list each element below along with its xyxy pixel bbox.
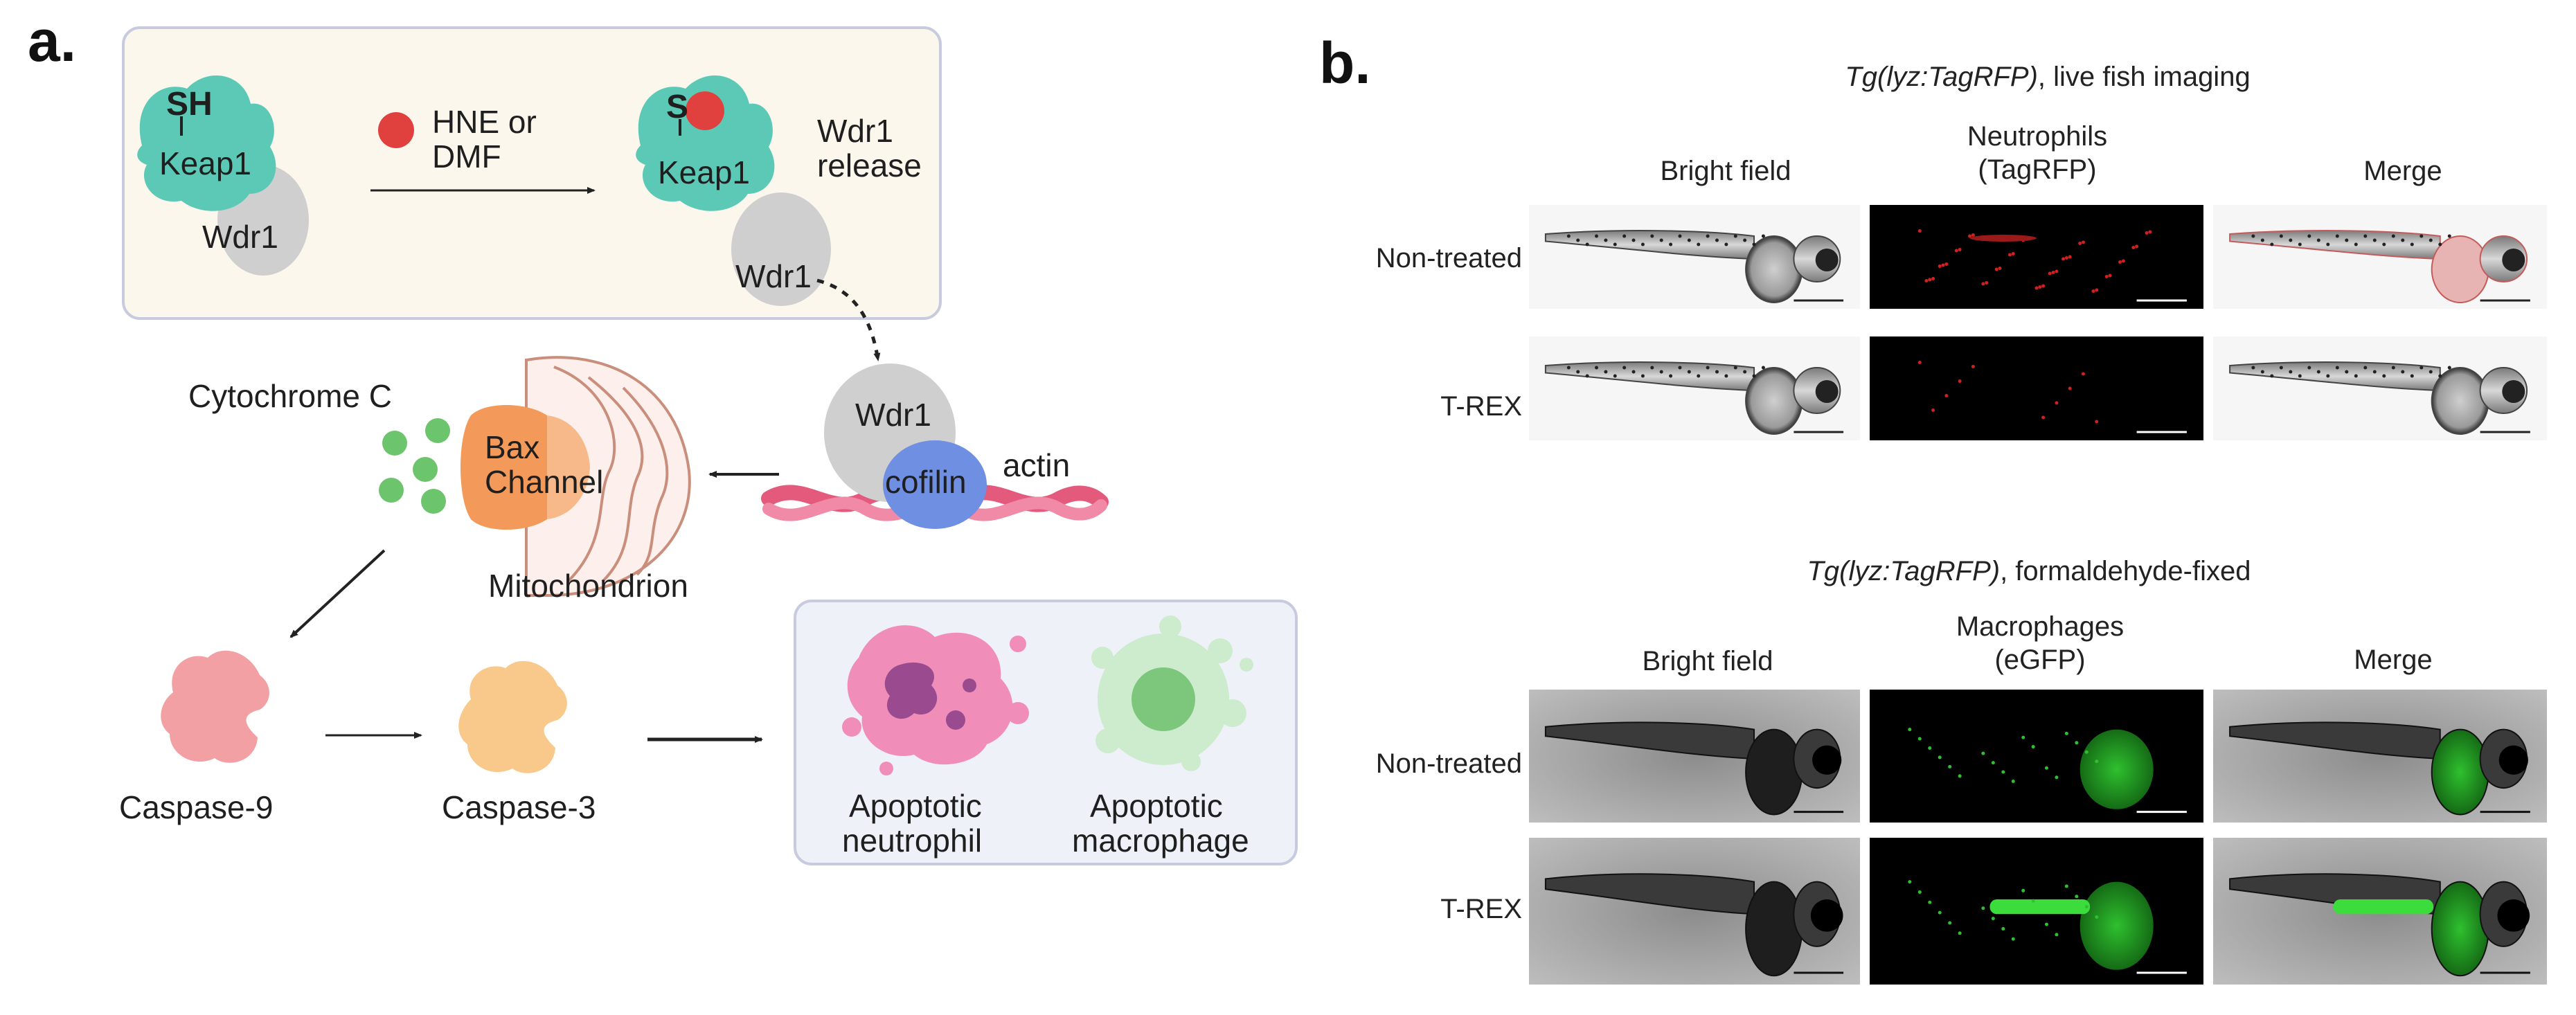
- top-col-merge: Merge: [2363, 156, 2442, 186]
- keap1-label-right: Keap1: [658, 154, 750, 190]
- top-merge-tile-2: [2213, 336, 2547, 440]
- bax-channel: [460, 405, 557, 530]
- apoptotic-neutrophil-cell: [842, 625, 1029, 775]
- cytochrome-label: Cytochrome C: [188, 378, 392, 414]
- bottom-title: Tg(lyz:TagRFP), formaldehyde-fixed: [1807, 556, 2251, 586]
- macrophage-nucleus: [1132, 667, 1195, 731]
- electrophile-dot: [378, 112, 414, 148]
- bottom-col-macrophages-line1: Macrophages: [1956, 611, 2124, 642]
- bottom-col-merge: Merge: [2354, 645, 2432, 675]
- keap1-protein-left: [137, 75, 276, 211]
- micrograph-grid: [1529, 205, 2547, 985]
- top-row-nontreated: Non-treated: [1376, 243, 1522, 273]
- top-title: Tg(lyz:TagRFP), live fish imaging: [1845, 62, 2250, 92]
- caspase9-protein: [161, 650, 269, 763]
- top-merge-tile-1: [2213, 205, 2547, 309]
- top-tagrfp-tile-1: [1870, 205, 2203, 309]
- wdr1-label-left: Wdr1: [202, 219, 278, 255]
- bottom-merge-tile-2: [2213, 838, 2547, 985]
- macrophage-label-line1: Apoptotic: [1090, 788, 1223, 824]
- release-label-line1: Wdr1: [817, 113, 893, 149]
- actin-label: actin: [1003, 447, 1070, 483]
- apoptotic-macrophage-cell: [1091, 616, 1253, 771]
- bax-label-line2: Channel: [485, 464, 603, 500]
- bottom-title-italic: Tg(lyz:TagRFP): [1807, 556, 2001, 586]
- wdr1-translocation-arrow: [816, 278, 881, 361]
- macrophage-label-line2: macrophage: [1072, 823, 1249, 859]
- electrophile-adduct: [686, 91, 724, 130]
- top-brightfield-tile-2: [1529, 336, 1860, 440]
- wdr1-cofilin-actin-complex: Wdr1 cofilin actin: [761, 363, 1109, 529]
- bottom-egfp-tile-1: [1870, 690, 2203, 823]
- bottom-col-brightfield: Bright field: [1643, 646, 1773, 676]
- sh-label: SH: [166, 86, 213, 123]
- caspase9-label: Caspase-9: [119, 789, 273, 825]
- top-brightfield-tile-1: [1529, 205, 1860, 309]
- bax-label-line1: Bax: [485, 429, 539, 465]
- caspase3-protein: [458, 661, 567, 773]
- wdr1-actin-label: Wdr1: [855, 397, 931, 433]
- neutrophil-label-line1: Apoptotic: [849, 788, 982, 824]
- top-title-italic: Tg(lyz:TagRFP): [1845, 62, 2038, 92]
- wdr1-released-label: Wdr1: [735, 258, 812, 294]
- neutrophil-nucleus: [884, 662, 938, 719]
- bax-channel-extension: [547, 415, 590, 519]
- keap1-label-left: Keap1: [159, 145, 251, 181]
- keap1-protein-right: [636, 75, 775, 211]
- mito-to-caspase9-arrow: [289, 549, 386, 638]
- bottom-row-trex: T-REX: [1440, 894, 1522, 924]
- top-tagrfp-tile-2: [1870, 336, 2203, 440]
- treatment-label-line2: DMF: [432, 138, 501, 174]
- s-label: S: [666, 89, 688, 125]
- bottom-egfp-tile-2: [1870, 838, 2203, 985]
- bottom-title-rest: , formaldehyde-fixed: [2000, 556, 2251, 586]
- bottom-brightfield-tile-2: [1529, 838, 1860, 985]
- top-title-rest: , live fish imaging: [2038, 62, 2251, 92]
- bottom-merge-tile-1: [2213, 690, 2547, 823]
- panel-a-letter: a.: [28, 8, 76, 73]
- keap1-wdr1-complex-left: SH Keap1 Wdr1: [137, 75, 309, 276]
- bottom-row-nontreated: Non-treated: [1376, 748, 1522, 779]
- bottom-brightfield-tile-1: [1529, 690, 1860, 823]
- mitochondrion-group: Bax Channel: [460, 356, 691, 597]
- cofilin-protein: [883, 440, 987, 529]
- top-col-neutrophils-line1: Neutrophils: [1967, 121, 2107, 152]
- caspase3-label: Caspase-3: [442, 789, 596, 825]
- release-label-line2: release: [817, 147, 922, 183]
- bottom-col-macrophages-line2: (eGFP): [1994, 645, 2085, 675]
- cytochrome-c-dots: [379, 418, 450, 514]
- cristae-2: [587, 376, 644, 583]
- cristae-3: [622, 386, 669, 576]
- panel-b-letter: b.: [1319, 30, 1371, 96]
- top-col-neutrophils-line2: (TagRFP): [1978, 154, 2096, 185]
- top-col-brightfield: Bright field: [1661, 156, 1791, 186]
- cristae-1: [553, 366, 616, 583]
- wdr1-released-protein: [731, 192, 831, 306]
- neutrophil-label-line2: neutrophil: [842, 823, 982, 859]
- treatment-label-line1: HNE or: [432, 104, 537, 140]
- mitochondrion-label: Mitochondrion: [488, 568, 688, 604]
- cofilin-label: cofilin: [885, 464, 967, 500]
- keap1-modified-right: S Keap1: [636, 75, 775, 211]
- top-row-trex: T-REX: [1440, 391, 1522, 422]
